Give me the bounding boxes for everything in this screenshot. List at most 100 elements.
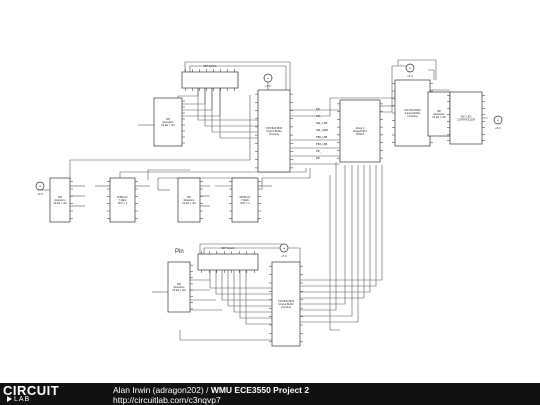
plus-icon: +	[267, 76, 270, 81]
mcu-pin-label: PB	[316, 156, 320, 160]
source-label: +5 V	[281, 254, 287, 258]
plus-icon: +	[283, 246, 286, 251]
chip-label: CD74HC4543	[404, 108, 421, 112]
chip-body	[271, 261, 301, 347]
credit-line: Alan Irwin (adragon202) / WMU ECE3550 Pr…	[113, 385, 309, 395]
chip-label: 10 kΩ × 4/4	[172, 288, 186, 292]
voltage-source: + +5 V	[35, 181, 45, 196]
chip-body	[109, 177, 136, 223]
source-symbol	[493, 115, 503, 125]
logo-bottom: LAB	[3, 396, 59, 403]
mcu-pin-label: SEL_LSB	[316, 121, 328, 125]
chip-label: DIP Switch	[204, 64, 217, 68]
pin-label: Pin	[175, 249, 184, 255]
chip-label: Resistors	[163, 120, 175, 124]
chip-label: 7-SEG	[241, 198, 249, 202]
chip-label: 10 kΩ × 4/4	[182, 201, 196, 205]
mcu-pin-label: PB_	[316, 114, 321, 118]
chip-label: CD74HC4543	[266, 126, 283, 130]
mcu-pin-labels: PB_ PB_ SEL_LSB SEL_MSB PB0_LSB PB3_LSB PB_ PB	[316, 107, 328, 160]
play-icon	[7, 396, 12, 403]
chip-label: 4-Input Buffer	[278, 302, 294, 306]
logo-bottom-text: LAB	[14, 396, 31, 403]
circuit-title[interactable]: WMU ECE3550 Project 2	[210, 385, 310, 395]
chip-body	[153, 97, 183, 147]
mcu-pin-label: PB3_LSB	[316, 142, 328, 146]
voltage-source: + +5 V	[263, 73, 273, 88]
mcu-pin-label: PB_	[316, 149, 321, 153]
chip-label: DIP Switch	[222, 246, 235, 250]
plus-icon: +	[409, 66, 412, 71]
chip-label: 10 kΩ × 4/4	[161, 123, 175, 127]
source-layer: ++5 V++5 V++5 V++5 V++5 V	[35, 63, 503, 258]
voltage-source: + +5 V	[493, 115, 503, 130]
chip-label: DISPLAY	[240, 195, 251, 199]
voltage-source: ++5 V	[405, 63, 415, 78]
source-label: +5 V	[265, 84, 271, 88]
chip-label: MegaAVR 3	[353, 129, 367, 133]
plus-icon: +	[39, 184, 42, 189]
plus-icon: +	[497, 118, 500, 123]
chip-label: Inverting	[408, 114, 419, 118]
chip-label: Atmel 4	[356, 126, 365, 130]
chip-body	[167, 261, 191, 313]
chip-label: Inverting	[269, 132, 280, 136]
chip-sw-top: DIP Switch	[181, 64, 239, 91]
chip-label: 7-SEG	[119, 198, 127, 202]
chip-label: Resistors	[184, 198, 196, 202]
chip-label: DISPLAY	[117, 195, 128, 199]
chip-label: SN7 × 4	[118, 201, 128, 205]
chip-label: CONTROLLER	[457, 118, 475, 122]
mcu-pin-label: SEL_MSB	[316, 128, 328, 132]
chip-body	[339, 99, 381, 163]
chip-label: Resistors	[434, 112, 446, 116]
credit-block: Alan Irwin (adragon202) / WMU ECE3550 Pr…	[113, 385, 309, 405]
chip-body	[197, 253, 259, 271]
chip-body	[181, 71, 239, 89]
mcu-pin-label: PB_	[316, 107, 321, 111]
chip-label: SIP	[437, 109, 441, 113]
source-label: +5 V	[495, 126, 501, 130]
source-symbol	[263, 73, 273, 83]
chip-label: SIP	[166, 117, 170, 121]
chip-body	[177, 177, 201, 223]
source-label: +5 V	[37, 192, 43, 196]
footer-bar: CIRCUIT LAB Alan Irwin (adragon202) / WM…	[0, 383, 540, 405]
chip-label: Resistors	[55, 198, 67, 202]
chip-body	[394, 79, 431, 147]
chip-label: SN7 × 4	[240, 201, 250, 205]
chip-label: AVR16	[356, 132, 365, 136]
chip-body	[449, 91, 483, 145]
chip-label: Inverting	[281, 305, 292, 309]
chip-sw-bot: DIP Switch	[197, 246, 259, 273]
circuit-url[interactable]: http://circuitlab.com/c3nqvp7	[113, 395, 221, 405]
chip-label: 4-Input Buffer	[405, 111, 421, 115]
chip-label: 10 kΩ × 4/4	[432, 115, 446, 119]
source-symbol	[405, 63, 415, 73]
source-symbol	[279, 243, 289, 253]
chip-body	[231, 177, 259, 223]
mcu-pin-label: PB0_LSB	[316, 135, 328, 139]
chip-label: 4-Input Buffer	[266, 129, 282, 133]
chip-label: SIP	[58, 195, 62, 199]
chip-body	[257, 89, 291, 173]
chip-label: Resistors	[174, 285, 186, 289]
chip-label: 10 kΩ × 4/4	[53, 201, 67, 205]
chip-label: SIP	[187, 195, 191, 199]
circuitlab-logo: CIRCUIT LAB	[3, 384, 59, 403]
author-name[interactable]: Alan Irwin (adragon202)	[113, 385, 204, 395]
chip-label: CD74HC4543	[278, 299, 295, 303]
credit-separator: /	[203, 385, 211, 395]
